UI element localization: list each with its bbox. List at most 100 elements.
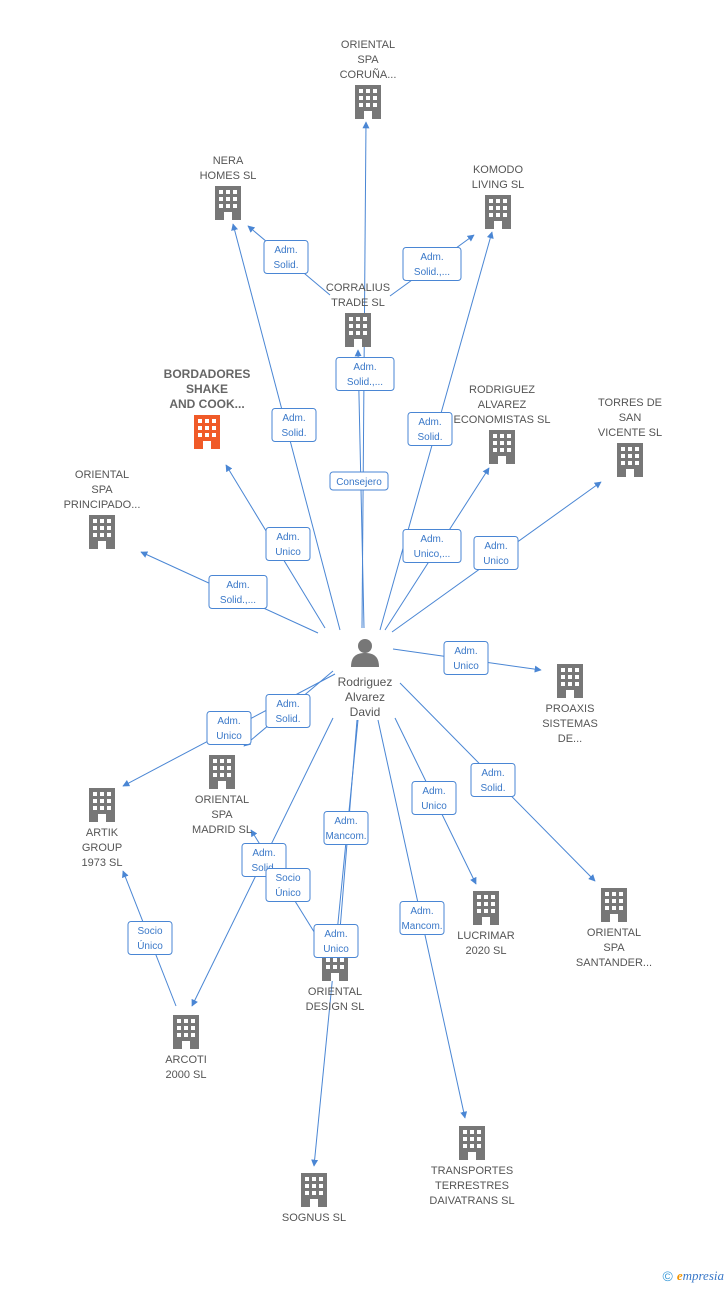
building-icon — [617, 443, 643, 477]
edge-label-box — [323, 811, 369, 845]
edge-label-e-principado[interactable]: Adm.Solid.,... — [208, 575, 268, 609]
person-icon — [351, 639, 379, 667]
edge-label-text: Solid. — [281, 428, 306, 439]
edge-label-text: Adm. — [418, 417, 441, 428]
edge-label-box — [407, 412, 453, 446]
company-label: SPA — [91, 484, 113, 496]
company-label: SPA — [603, 942, 625, 954]
edge-label-box — [411, 781, 457, 815]
company-label: SANTANDER... — [576, 957, 652, 969]
edge-label-e-coruna[interactable]: Adm.Solid.,... — [335, 357, 395, 391]
company-label: LIVING SL — [472, 179, 525, 191]
building-icon — [601, 888, 627, 922]
edge-label-text: Adm. — [410, 906, 433, 917]
edge-label-text: Solid. — [275, 714, 300, 725]
company-label: 1973 SL — [82, 857, 123, 869]
edge-label-text: Consejero — [336, 477, 382, 488]
company-label: AND COOK... — [169, 397, 244, 411]
company-label: KOMODO — [473, 164, 524, 176]
edge-label-box — [402, 529, 462, 563]
edge-label-box — [271, 408, 317, 442]
edge-label-e-komodo[interactable]: Adm.Solid. — [407, 412, 453, 446]
edge-label-e-torres[interactable]: Adm.Unico — [473, 536, 519, 570]
footer-brand[interactable]: © empresia — [662, 1268, 724, 1284]
edge-label-text: Adm. — [324, 929, 347, 940]
edge-label-text: Adm. — [420, 252, 443, 263]
building-icon — [557, 664, 583, 698]
copyright-icon: © — [662, 1268, 673, 1284]
company-label: SPA — [211, 809, 233, 821]
edge-label-e-proaxis[interactable]: Adm.Unico — [443, 641, 489, 675]
company-label: ORIENTAL — [341, 39, 395, 51]
company-label: SHAKE — [186, 382, 228, 396]
company-node-sognus[interactable]: SOGNUS SL — [282, 1173, 346, 1224]
edge-labels-layer: Adm.Solid.,...Adm.Solid.Adm.Solid.Adm.So… — [127, 240, 519, 958]
company-node-komodo-living[interactable]: KOMODO LIVING SL — [472, 164, 525, 229]
edge-label-e-corralius-nera[interactable]: Adm. Solid. — [263, 240, 309, 274]
company-label: SAN — [619, 412, 642, 424]
edge-label-text: Adm. — [274, 245, 297, 256]
edge-label-e-design-unico[interactable]: Adm.Unico — [313, 924, 359, 958]
edge-label-e-nera[interactable]: Adm.Solid. — [271, 408, 317, 442]
company-node-proaxis-sistemas[interactable]: PROAXISSISTEMASDE... — [542, 664, 598, 745]
edge-label-box — [329, 471, 389, 491]
company-label: TRANSPORTES — [431, 1165, 513, 1177]
edge-label-box — [265, 527, 311, 561]
company-node-oriental-spa-santander[interactable]: ORIENTALSPASANTANDER... — [576, 888, 652, 969]
company-label: 2000 SL — [166, 1069, 207, 1081]
edge-label-box — [263, 240, 309, 274]
building-icon — [459, 1126, 485, 1160]
company-node-oriental-spa-principado[interactable]: ORIENTALSPAPRINCIPADO... — [64, 469, 141, 549]
building-icon — [355, 85, 381, 119]
edge-label-e-transportes[interactable]: Adm.Mancom. — [399, 901, 445, 935]
edge-label-text: Socio — [137, 926, 162, 937]
edge-label-text: Adm. — [252, 848, 275, 859]
edge-label-e-artik[interactable]: Adm.Unico — [206, 711, 252, 745]
edge-label-text: Unico — [453, 661, 479, 672]
edge-label-box — [127, 921, 173, 955]
edge-label-e-design-mancom[interactable]: Adm.Mancom. — [323, 811, 369, 845]
company-node-oriental-spa-coruna[interactable]: ORIENTALSPACORUÑA... — [340, 39, 397, 119]
company-label: DESIGN SL — [306, 1001, 365, 1013]
edge-label-e-santander[interactable]: Adm.Solid. — [470, 763, 516, 797]
company-label: BORDADORES — [164, 367, 251, 381]
building-icon — [194, 415, 220, 449]
company-label: PRINCIPADO... — [64, 499, 141, 511]
company-label: DAIVATRANS SL — [429, 1195, 514, 1207]
edge-label-text: Solid.,... — [347, 377, 383, 388]
edge-label-e-economistas[interactable]: Adm.Unico,... — [402, 529, 462, 563]
building-icon — [301, 1173, 327, 1207]
edge-label-box — [313, 924, 359, 958]
building-icon — [473, 891, 499, 925]
edge-label-e-bordadores[interactable]: Adm.Unico — [265, 527, 311, 561]
edge-label-e-lucrimar[interactable]: Adm.Unico — [411, 781, 457, 815]
building-icon — [345, 313, 371, 347]
edge-label-e-corralius-komodo[interactable]: Adm.Solid.,... — [402, 247, 462, 281]
edge-label-text: Socio — [275, 873, 300, 884]
edge-label-e-madrid[interactable]: Adm.Solid. — [265, 694, 311, 728]
edge-label-text: Solid. — [273, 260, 298, 271]
building-icon — [89, 515, 115, 549]
company-label: CORRALIUS — [326, 282, 390, 294]
edge-label-text: Unico,... — [414, 549, 451, 560]
edge-label-e-corralius[interactable]: Consejero — [329, 471, 389, 491]
company-label: SOGNUS SL — [282, 1212, 346, 1224]
company-label: 2020 SL — [466, 945, 507, 957]
building-icon — [489, 430, 515, 464]
edge-label-box — [470, 763, 516, 797]
